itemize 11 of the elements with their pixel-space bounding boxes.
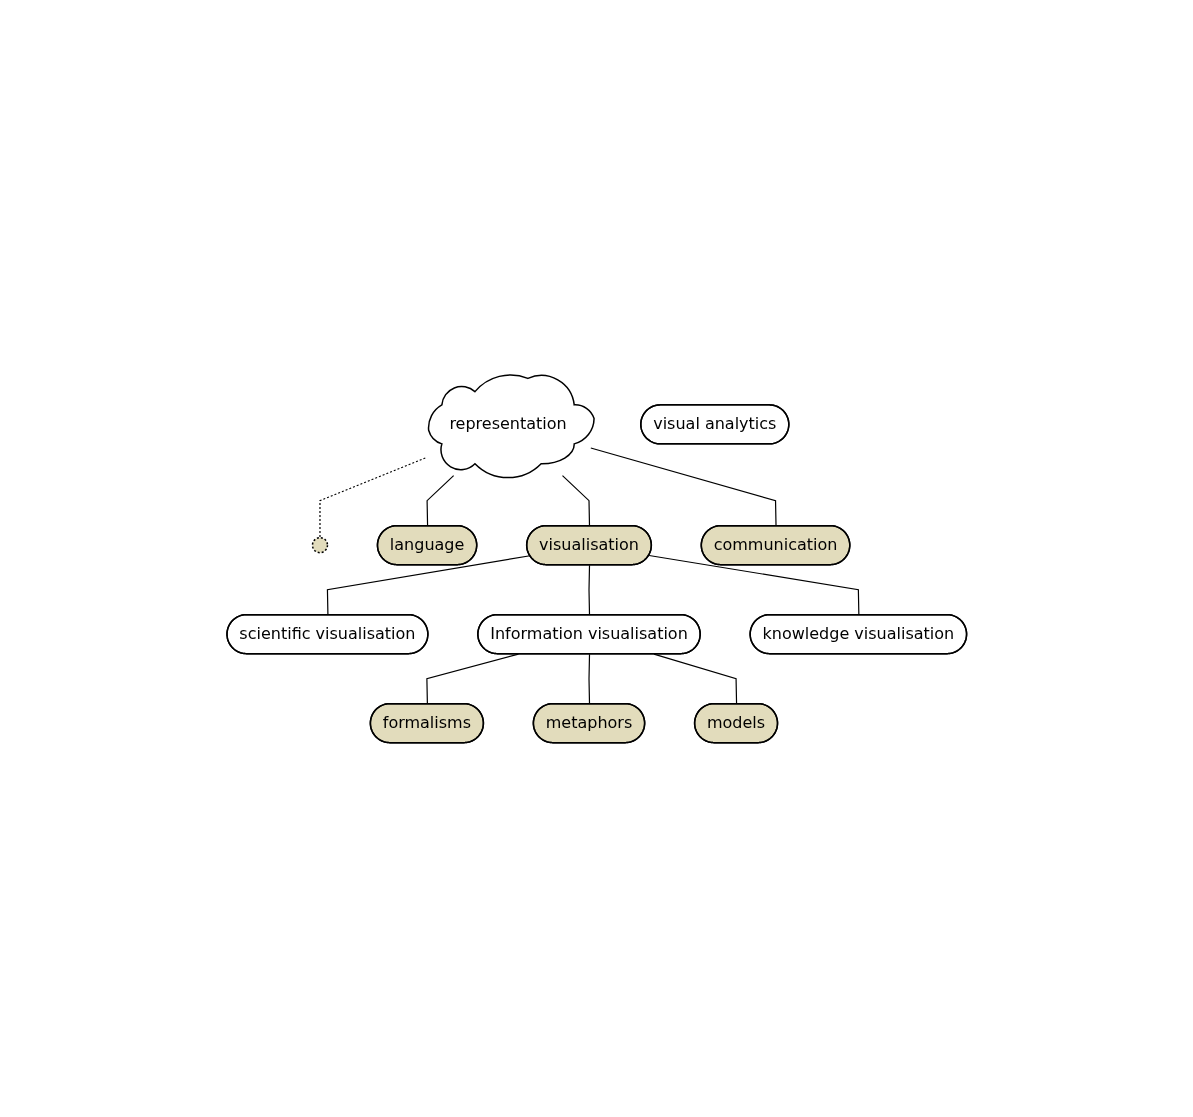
connector xyxy=(426,653,519,705)
connector xyxy=(588,564,590,616)
connector xyxy=(326,554,531,616)
connector xyxy=(648,554,860,616)
connector xyxy=(426,474,454,527)
connector xyxy=(319,457,426,538)
connector xyxy=(589,447,777,527)
connector xyxy=(653,653,737,705)
connector xyxy=(588,653,590,705)
node-circle xyxy=(311,536,328,554)
connector xyxy=(561,474,590,527)
